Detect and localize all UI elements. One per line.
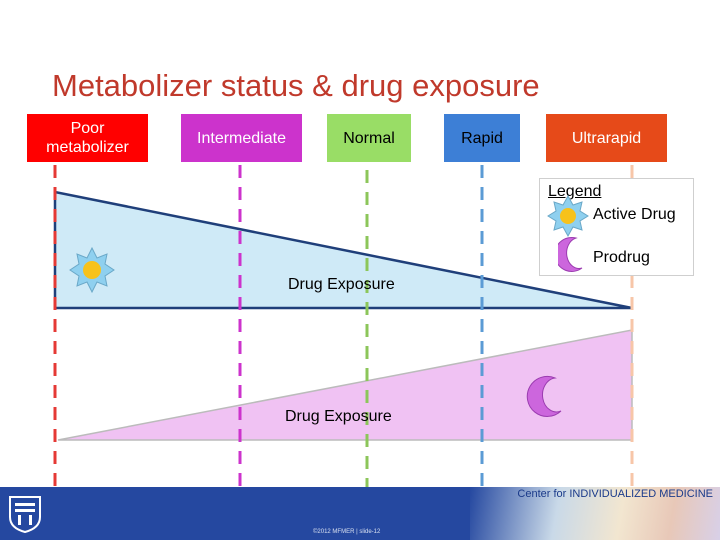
legend-title: Legend (548, 183, 602, 200)
center-for-individualized-medicine: Center for INDIVIDUALIZED MEDICINE (517, 488, 713, 500)
copyright-text: ©2012 MFMER | slide-12 (313, 529, 381, 535)
status-box-ultrarapid: Ultrarapid (546, 114, 667, 162)
footer-decorative-image (470, 487, 720, 540)
legend-sun-icon (547, 194, 589, 238)
status-box-intermediate: Intermediate (181, 114, 302, 162)
drug-exposure-label-top: Drug Exposure (288, 276, 395, 293)
legend-crescent-icon (558, 236, 583, 272)
status-label-ultrarapid: Ultrarapid (571, 129, 642, 147)
sun-icon (69, 246, 115, 294)
status-label-normal: Normal (343, 129, 395, 147)
status-box-rapid: Rapid (444, 114, 520, 162)
slide-title: Metabolizer status & drug exposure (52, 68, 540, 103)
footer-bar: Center for INDIVIDUALIZED MEDICINE ©2012… (0, 487, 720, 540)
status-box-poor: Poor metabolizer (27, 114, 148, 162)
legend-prodrug: Prodrug (593, 249, 650, 266)
status-label-rapid: Rapid (461, 129, 503, 147)
status-box-normal: Normal (327, 114, 411, 162)
drug-exposure-label-bottom: Drug Exposure (285, 408, 392, 425)
status-label-intermediate: Intermediate (197, 129, 286, 147)
crescent-moon-icon (526, 375, 562, 417)
mayo-clinic-logo (9, 496, 41, 533)
status-label-poor: Poor metabolizer (46, 120, 129, 156)
legend-box: Legend Active Drug Prodrug (539, 178, 694, 276)
legend-active-drug: Active Drug (593, 206, 676, 223)
